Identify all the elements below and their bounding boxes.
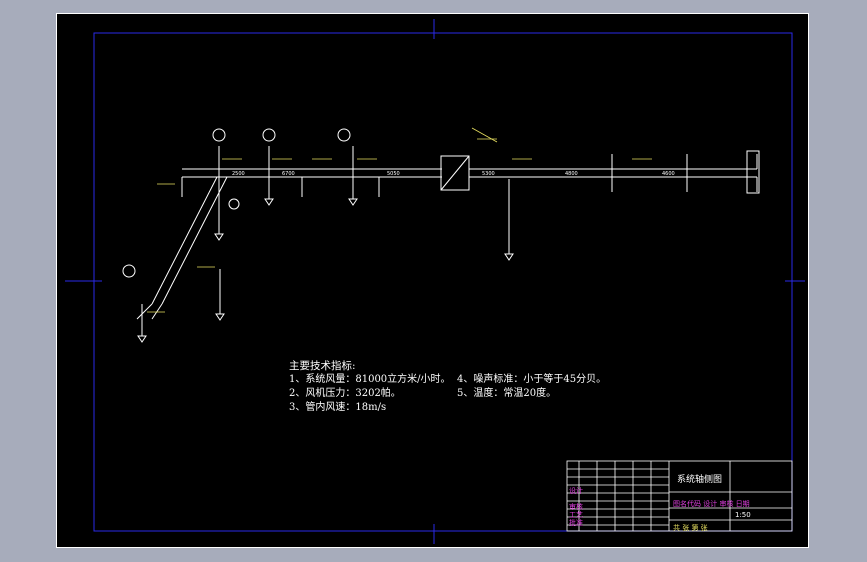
vertical-drops [137, 146, 688, 343]
title-block-row-label: 审核 [569, 503, 583, 511]
drawing-canvas: 6700 5050 5300 4800 4600 2500 [56, 13, 809, 548]
note-item: 3、管内风速：18m/s [289, 402, 387, 413]
title-block-header-row: 图名代码 设计 审核 日期 [673, 500, 750, 508]
marker-circle [337, 128, 351, 142]
notes-row: 3、管内风速：18m/s [289, 401, 606, 415]
main-duct [182, 150, 760, 194]
notes-row: 2、风机压力：3202帕。 5、温度：常温20度。 [289, 387, 606, 401]
note-item: 5、温度：常温20度。 [457, 388, 557, 399]
dim-label: 2500 [232, 171, 245, 177]
diagonal-branch [136, 176, 228, 320]
dim-label: 4600 [662, 171, 675, 177]
marker-circle [122, 264, 136, 278]
marker-circle [212, 128, 226, 142]
marker-circle [228, 198, 240, 210]
marker-circle [262, 128, 276, 142]
inner-frame [93, 32, 793, 532]
title-block-row-label: 工艺 [569, 511, 583, 519]
scale-label: 1:50 [735, 511, 751, 519]
note-item: 1、系统风量：81000立方米/小时。 [289, 374, 451, 385]
note-item: 4、噪声标准：小于等于45分贝。 [457, 374, 607, 385]
drawing-title: 系统轴侧图 [677, 475, 723, 485]
title-block-row-label: 设计 [569, 487, 583, 495]
note-item: 2、风机压力：3202帕。 [289, 388, 401, 399]
notes-row: 1、系统风量：81000立方米/小时。 4、噪声标准：小于等于45分贝。 [289, 373, 606, 387]
cad-drawing: 6700 5050 5300 4800 4600 2500 [65, 19, 805, 544]
technical-notes: 主要技术指标: 1、系统风量：81000立方米/小时。 4、噪声标准：小于等于4… [289, 359, 606, 415]
annotation-leaders [147, 127, 652, 313]
dimension-labels: 6700 5050 5300 4800 4600 2500 [232, 171, 675, 177]
notes-title: 主要技术指标: [289, 360, 356, 372]
dim-label: 5300 [482, 171, 495, 177]
title-block-grid [566, 460, 793, 532]
sheet-count: 共 张 第 张 [673, 524, 708, 532]
title-block-row-label: 批准 [569, 519, 583, 527]
dim-label: 4800 [565, 171, 578, 177]
dim-label: 6700 [282, 171, 295, 177]
dim-label: 5050 [387, 171, 400, 177]
circle-markers [122, 128, 351, 278]
